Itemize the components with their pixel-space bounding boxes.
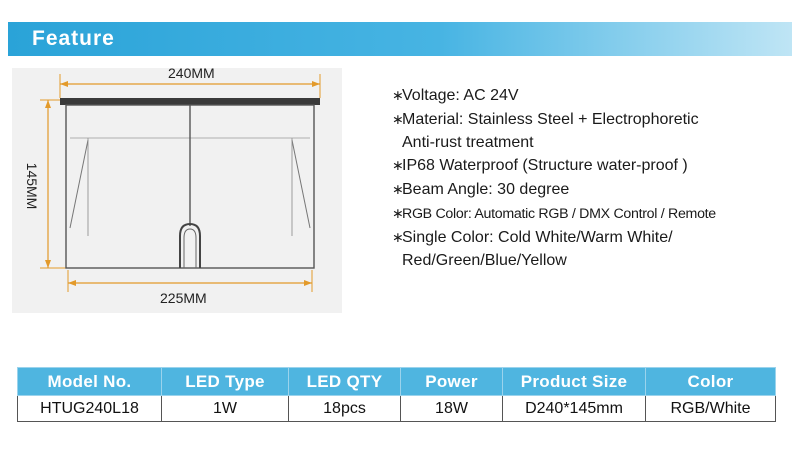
product-outline-svg	[40, 74, 321, 292]
cell-led-type: 1W	[161, 395, 289, 422]
feature-rgb-color: ∗RGB Color: Automatic RGB / DMX Control …	[392, 202, 794, 226]
feature-single-color: ∗Single Color: Cold White/Warm White/	[392, 226, 794, 250]
product-drawing	[12, 68, 342, 313]
side-dimension-label: 145MM	[24, 162, 40, 210]
header-power: Power	[400, 367, 503, 396]
feature-voltage: ∗Voltage: AC 24V	[392, 84, 794, 108]
cell-led-qty: 18pcs	[288, 395, 401, 422]
table-header-row: Model No. LED Type LED QTY Power Product…	[17, 367, 776, 396]
side-arrow-top	[45, 100, 51, 108]
top-dimension-label: 240MM	[168, 65, 215, 81]
feature-single-color-cont: Red/Green/Blue/Yellow	[402, 251, 567, 269]
side-arrow-bottom	[45, 260, 51, 268]
header-color: Color	[645, 367, 776, 396]
taper-right	[291, 139, 311, 229]
header-product-size: Product Size	[502, 367, 646, 396]
top-arrow-right	[312, 81, 320, 87]
bullet-icon: ∗	[392, 228, 404, 245]
table-row: HTUG240L18 1W 18pcs 18W D240*145mm RGB/W…	[17, 395, 776, 422]
u-bracket	[179, 222, 201, 268]
bullet-icon: ∗	[392, 87, 404, 103]
header-led-type: LED Type	[161, 367, 289, 396]
cell-product-size: D240*145mm	[502, 395, 646, 422]
feature-material-cont: Anti-rust treatment	[402, 133, 534, 151]
bullet-icon: ∗	[392, 204, 404, 221]
bullet-icon: ∗	[392, 110, 404, 127]
feature-waterproof: ∗IP68 Waterproof (Structure water-proof …	[392, 154, 794, 178]
bottom-arrow-left	[68, 280, 76, 286]
feature-list: ∗Voltage: AC 24V ∗Material: Stainless St…	[392, 84, 794, 272]
bottom-arrow-right	[304, 280, 312, 286]
cell-color: RGB/White	[645, 395, 776, 422]
flange	[60, 98, 320, 105]
u-bracket-inner	[183, 228, 197, 268]
bullet-icon: ∗	[392, 181, 404, 198]
cell-power: 18W	[400, 395, 503, 422]
feature-beam-angle: ∗Beam Angle: 30 degree	[392, 178, 794, 202]
feature-header-bar: Feature	[8, 22, 792, 56]
feature-material: ∗Material: Stainless Steel + Electrophor…	[392, 108, 794, 132]
section-title: Feature	[32, 27, 115, 50]
top-arrow-left	[60, 81, 68, 87]
header-led-qty: LED QTY	[288, 367, 401, 396]
cell-model-no: HTUG240L18	[17, 395, 162, 422]
spec-table: Model No. LED Type LED QTY Power Product…	[17, 367, 776, 422]
taper-left	[69, 139, 89, 229]
bottom-dimension-label: 225MM	[160, 290, 207, 306]
header-model-no: Model No.	[17, 367, 162, 396]
bullet-icon: ∗	[392, 157, 404, 174]
